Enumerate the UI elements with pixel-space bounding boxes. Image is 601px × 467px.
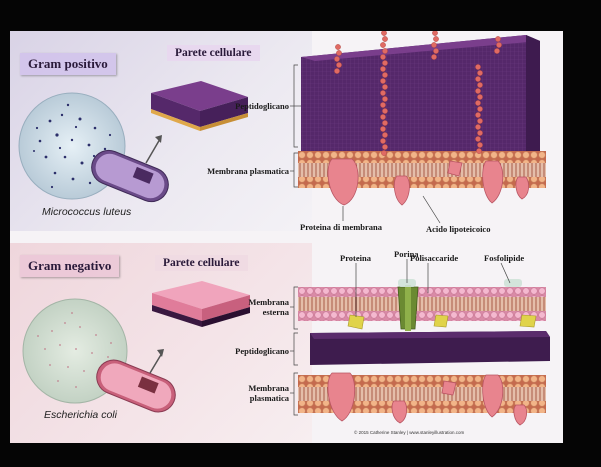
illustration-credit: © 2015 Catherine Stanley | www.stanleyil… bbox=[354, 430, 464, 435]
gram-negative-envelope bbox=[298, 279, 550, 425]
plasma-membrane-label-neg-line1: Membrana bbox=[248, 383, 289, 393]
diagram-panel: Gram positivo Parete cellulare Micrococc… bbox=[10, 31, 563, 443]
gram-positive-title: Gram positivo bbox=[20, 53, 116, 75]
plasma-membrane-label-neg-line2: plasmatica bbox=[248, 393, 289, 403]
lipoteichoic-acid-label: Acido lipoteicoico bbox=[426, 224, 490, 234]
plasma-membrane-label-pos: Membrana plasmatica bbox=[207, 166, 289, 176]
gram-negative-title: Gram negativo bbox=[20, 255, 119, 277]
phospholipid-label: Fosfolipide bbox=[484, 253, 524, 263]
gram-positive-wall-icon bbox=[151, 81, 248, 131]
polysaccharide-label: Polisaccaride bbox=[410, 253, 458, 263]
gram-negative-organism: Escherichia coli bbox=[44, 409, 117, 421]
gram-positive-organism: Micrococcus luteus bbox=[42, 206, 131, 218]
diagram-artwork bbox=[10, 31, 563, 443]
peptidoglycan-label-pos: Peptidoglicano bbox=[235, 101, 289, 111]
gram-negative-wall-icon bbox=[152, 281, 250, 327]
outer-membrane-label: Membrana esterna bbox=[248, 297, 289, 317]
protein-label: Proteina bbox=[340, 253, 371, 263]
outer-membrane-label-line2: esterna bbox=[248, 307, 289, 317]
outer-membrane-label-line1: Membrana bbox=[248, 297, 289, 307]
gram-negative-wall-tag: Parete cellulare bbox=[155, 255, 248, 271]
peptidoglycan-label-neg: Peptidoglicano bbox=[235, 346, 289, 356]
plasma-membrane-label-neg: Membrana plasmatica bbox=[248, 383, 289, 403]
gram-positive-wall-tag: Parete cellulare bbox=[167, 45, 260, 61]
membrane-protein-label: Proteina di membrana bbox=[300, 222, 382, 232]
